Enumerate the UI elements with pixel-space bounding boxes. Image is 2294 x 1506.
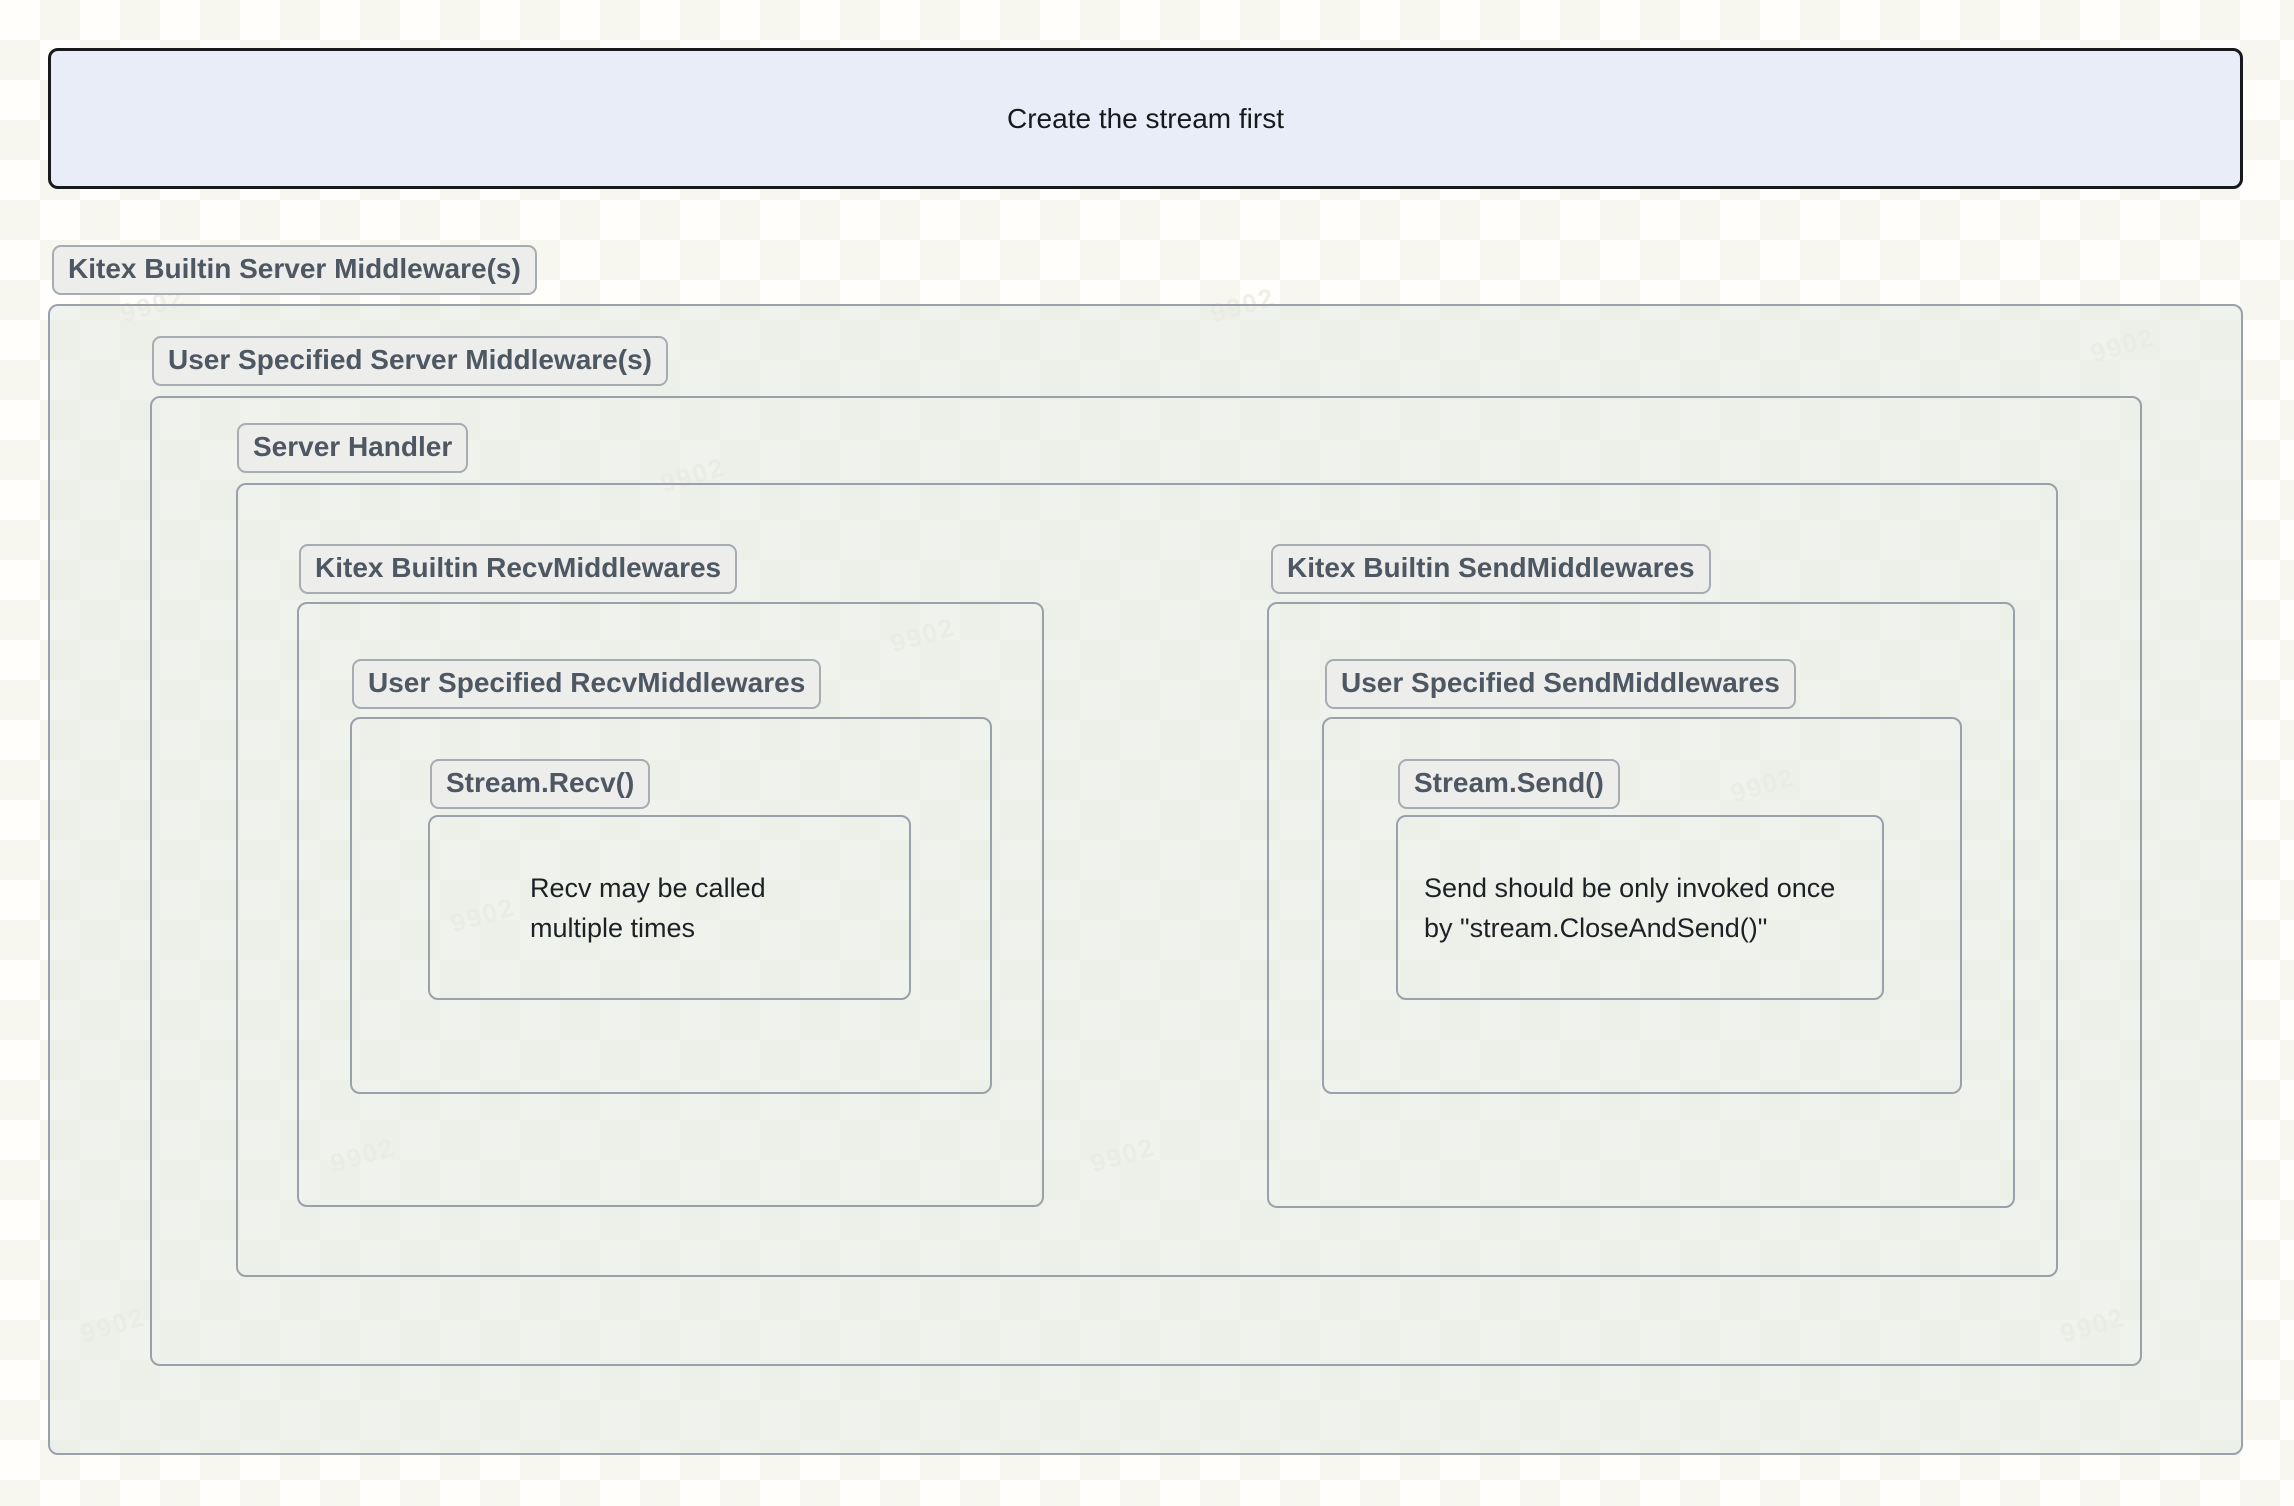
badge-user-specified-send-middlewares: User Specified SendMiddlewares	[1325, 659, 1796, 709]
box-kitex-builtin-recv-middlewares	[297, 602, 1044, 1207]
badge-server-handler: Server Handler	[237, 423, 469, 473]
badge-user-specified-server-middlewares: User Specified Server Middleware(s)	[152, 336, 668, 386]
box-kitex-builtin-send-middlewares	[1267, 602, 2015, 1208]
recv-note-text: Recv may be called multiple times	[530, 872, 766, 943]
box-user-specified-server-middlewares	[150, 396, 2142, 1366]
badge-kitex-builtin-server-middlewares: Kitex Builtin Server Middleware(s)	[52, 245, 537, 295]
send-note-text: Send should be only invoked once by "str…	[1424, 872, 1836, 943]
create-stream-banner-label: Create the stream first	[1007, 102, 1284, 134]
create-stream-banner: Create the stream first	[48, 48, 2243, 189]
box-user-specified-send-middlewares	[1322, 717, 1962, 1094]
box-server-handler	[236, 483, 2058, 1277]
box-stream-send-note: Send should be only invoked once by "str…	[1396, 815, 1884, 1000]
badge-stream-recv: Stream.Recv()	[430, 759, 651, 809]
badge-user-specified-recv-middlewares: User Specified RecvMiddlewares	[352, 659, 822, 709]
badge-stream-send: Stream.Send()	[1398, 759, 1620, 809]
badge-kitex-builtin-recv-middlewares: Kitex Builtin RecvMiddlewares	[299, 544, 738, 594]
box-user-specified-recv-middlewares	[350, 717, 992, 1094]
box-kitex-builtin-server-middlewares	[48, 304, 2243, 1455]
badge-kitex-builtin-send-middlewares: Kitex Builtin SendMiddlewares	[1271, 544, 1711, 594]
box-stream-recv-note: Recv may be called multiple times	[428, 815, 911, 1000]
